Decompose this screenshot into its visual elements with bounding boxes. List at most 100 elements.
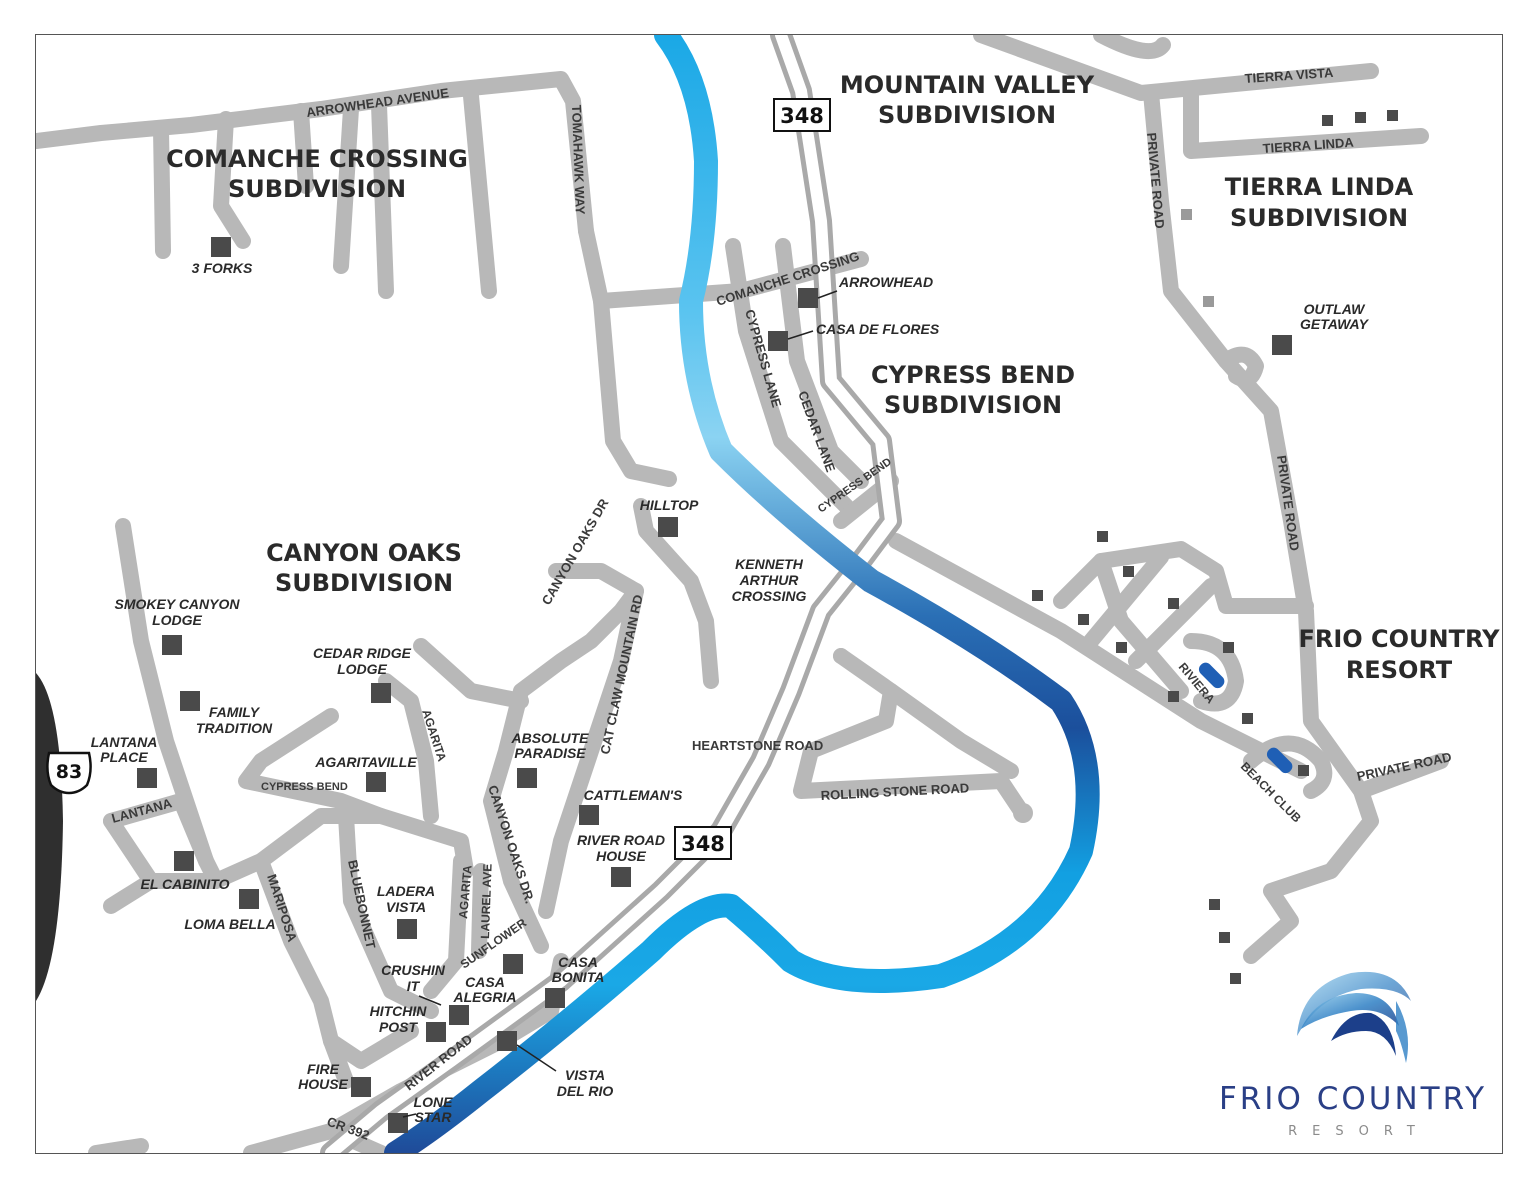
frio-country-label-2: RESORT: [1346, 656, 1453, 684]
river-road-house-marker[interactable]: [611, 867, 631, 887]
loma-bella-marker[interactable]: [239, 889, 259, 909]
route-348-shield-bottom: 348: [674, 826, 732, 860]
resort-lot: [1116, 642, 1127, 653]
resort-lot: [1223, 642, 1234, 653]
resort-loop-inner-1: [1093, 553, 1189, 699]
hitchin-post-marker[interactable]: [426, 1022, 446, 1042]
crushin-it-marker[interactable]: [503, 954, 523, 974]
tierra-linda-road: [1183, 88, 1429, 159]
family-tradition-label-1: FAMILY: [209, 704, 261, 720]
tierra-vista-label: TIERRA VISTA: [1244, 65, 1334, 86]
cr392-road: [243, 1123, 389, 1153]
casa-de-flores-label: CASA DE FLORES: [816, 321, 940, 337]
casa-bonita-marker[interactable]: [545, 988, 565, 1008]
resort-loop-inner-3: [1128, 578, 1219, 669]
lone-star-label-1: LONE: [414, 1094, 454, 1110]
cattlemans-marker[interactable]: [579, 805, 599, 825]
casa-de-flores-marker[interactable]: [768, 331, 788, 351]
lantana-place-label-2: PLACE: [100, 749, 148, 765]
hitchin-post-label-2: POST: [379, 1019, 419, 1035]
resort-loop-outer: [1053, 541, 1314, 614]
family-tradition-label-2: TRADITION: [196, 720, 273, 736]
three-forks-label: 3 FORKS: [192, 260, 253, 276]
comanche-stub-2: [213, 111, 251, 249]
tomahawk-way-label: TOMAHAWK WAY: [569, 105, 588, 216]
river-road-house-label-1: RIVER ROAD: [577, 832, 665, 848]
agaritaville-marker[interactable]: [366, 772, 386, 792]
mountain-valley-label-2: SUBDIVISION: [878, 101, 1056, 129]
route-shield-box: [773, 98, 831, 132]
lantana-road-label: LANTANA: [110, 795, 174, 826]
vista-del-rio-marker[interactable]: [497, 1031, 517, 1051]
us-83-label: 83: [56, 761, 82, 783]
bottom-left-road: [88, 1138, 149, 1153]
hilltop-label: HILLTOP: [640, 497, 699, 513]
ladera-vista-label-1: LADERA: [377, 883, 435, 899]
tierra-linda-road-label: TIERRA LINDA: [1262, 135, 1355, 156]
agaritaville-label: AGARITAVILLE: [314, 754, 417, 770]
rolling-stone-cul-de-sac: [1013, 803, 1033, 823]
frio-river: [384, 35, 1100, 1153]
casa-bonita-label-1: CASA: [558, 954, 598, 970]
heartstone-road-label: HEARTSTONE ROAD: [692, 738, 823, 753]
vista-del-rio-label-2: DEL RIO: [557, 1083, 614, 1099]
river-road-house-label-2: HOUSE: [596, 848, 646, 864]
hilltop-road: [633, 498, 719, 689]
private-road-label-2: PRIVATE ROAD: [1274, 454, 1302, 551]
canyon-oaks-dr-road: [483, 563, 644, 954]
cattlemans-label: CATTLEMAN'S: [584, 787, 683, 803]
arrowhead-label: ARROWHEAD: [838, 274, 933, 290]
tierra-linda-label-1: TIERRA LINDA: [1225, 173, 1414, 201]
smokey-canyon-marker[interactable]: [162, 635, 182, 655]
beach-club-pool: [1266, 747, 1293, 774]
el-cabinito-marker[interactable]: [174, 851, 194, 871]
kenneth-arthur-label-2: ARTHUR: [739, 572, 800, 588]
resort-main-road: [888, 533, 1309, 779]
casa-de-flores-leader: [787, 330, 814, 340]
lantana-place-marker[interactable]: [137, 768, 157, 788]
three-forks-marker[interactable]: [211, 237, 231, 257]
mountain-valley-label-1: MOUNTAIN VALLEY: [840, 71, 1095, 99]
arrowhead-leader: [817, 290, 838, 299]
casa-alegria-marker[interactable]: [449, 1005, 469, 1025]
property-markers: [137, 110, 1398, 1133]
lone-star-leader: [402, 1113, 417, 1118]
kenneth-arthur-label-1: KENNETH: [735, 556, 804, 572]
private-road-lot: [1203, 296, 1214, 307]
el-cabinito-label: EL CABINITO: [141, 876, 230, 892]
us-shield-icon: [46, 751, 92, 795]
resort-lot: [1097, 531, 1108, 542]
hilltop-marker[interactable]: [658, 517, 678, 537]
comanche-crossing-label-2: SUBDIVISION: [228, 175, 406, 203]
tierra-linda-lot: [1355, 112, 1366, 123]
comanche-stub-4: [333, 101, 359, 274]
absolute-paradise-label-2: PARADISE: [514, 745, 586, 761]
outlaw-getaway-marker[interactable]: [1272, 335, 1292, 355]
rolling-stone-road: [883, 683, 1019, 779]
leader-lines: [402, 290, 838, 1118]
cedar-ridge-marker[interactable]: [371, 683, 391, 703]
absolute-paradise-marker[interactable]: [517, 768, 537, 788]
private-road-lot: [1181, 209, 1192, 220]
lone-star-marker[interactable]: [388, 1113, 408, 1133]
us-83-shield: 83: [46, 751, 92, 795]
vista-del-rio-label-1: VISTA: [565, 1067, 605, 1083]
agarita-lower-road: [423, 853, 469, 999]
private-road-east: [1143, 85, 1379, 964]
route-shield-box: [674, 826, 732, 860]
mariposa-road: [253, 853, 419, 1069]
casa-alegria-label-1: CASA: [465, 974, 505, 990]
laurel-ave-label: LAUREL AVE: [478, 864, 495, 940]
arrowhead-marker[interactable]: [798, 288, 818, 308]
logo-wave-icon: [1331, 1012, 1396, 1056]
us83-road-edge: [36, 673, 63, 1001]
ladera-vista-marker[interactable]: [397, 919, 417, 939]
heartstone-cul-de-sac: [833, 648, 849, 664]
crushin-it-leader: [418, 995, 442, 1006]
fire-house-marker[interactable]: [351, 1077, 371, 1097]
fire-house-label-1: FIRE: [307, 1061, 340, 1077]
cypress-bend-label-2: SUBDIVISION: [884, 391, 1062, 419]
family-tradition-marker[interactable]: [180, 691, 200, 711]
tierra-linda-lot: [1322, 115, 1333, 126]
cypress-bend-west-label: CYPRESS BEND: [261, 781, 348, 793]
